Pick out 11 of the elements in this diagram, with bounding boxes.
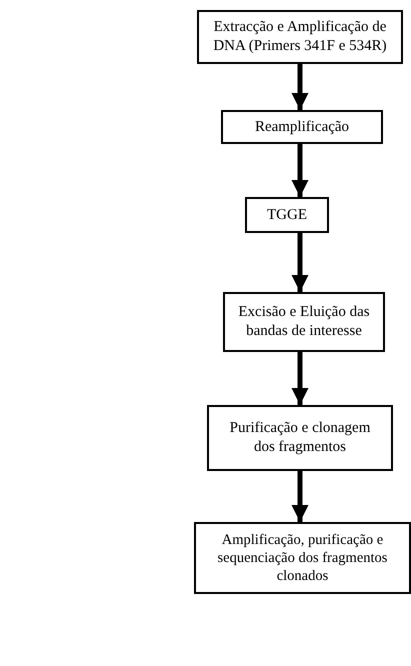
arrow	[292, 352, 308, 405]
arrow	[292, 64, 308, 110]
process-box: Excisão e Eluição das bandas de interesse	[223, 292, 385, 352]
process-box: Extracção e Amplificação de DNA (Primers 341F e 534R)	[197, 10, 403, 64]
process-box: Purificação e clonagem dos fragmentos	[207, 405, 393, 471]
arrow	[292, 144, 308, 197]
process-box: Reamplificação	[221, 110, 383, 144]
arrow	[292, 471, 308, 522]
arrow	[292, 233, 308, 292]
process-box: TGGE	[245, 197, 329, 233]
process-box: Amplificação, purificação e sequenciação dos fragmentos clonados	[194, 522, 411, 594]
